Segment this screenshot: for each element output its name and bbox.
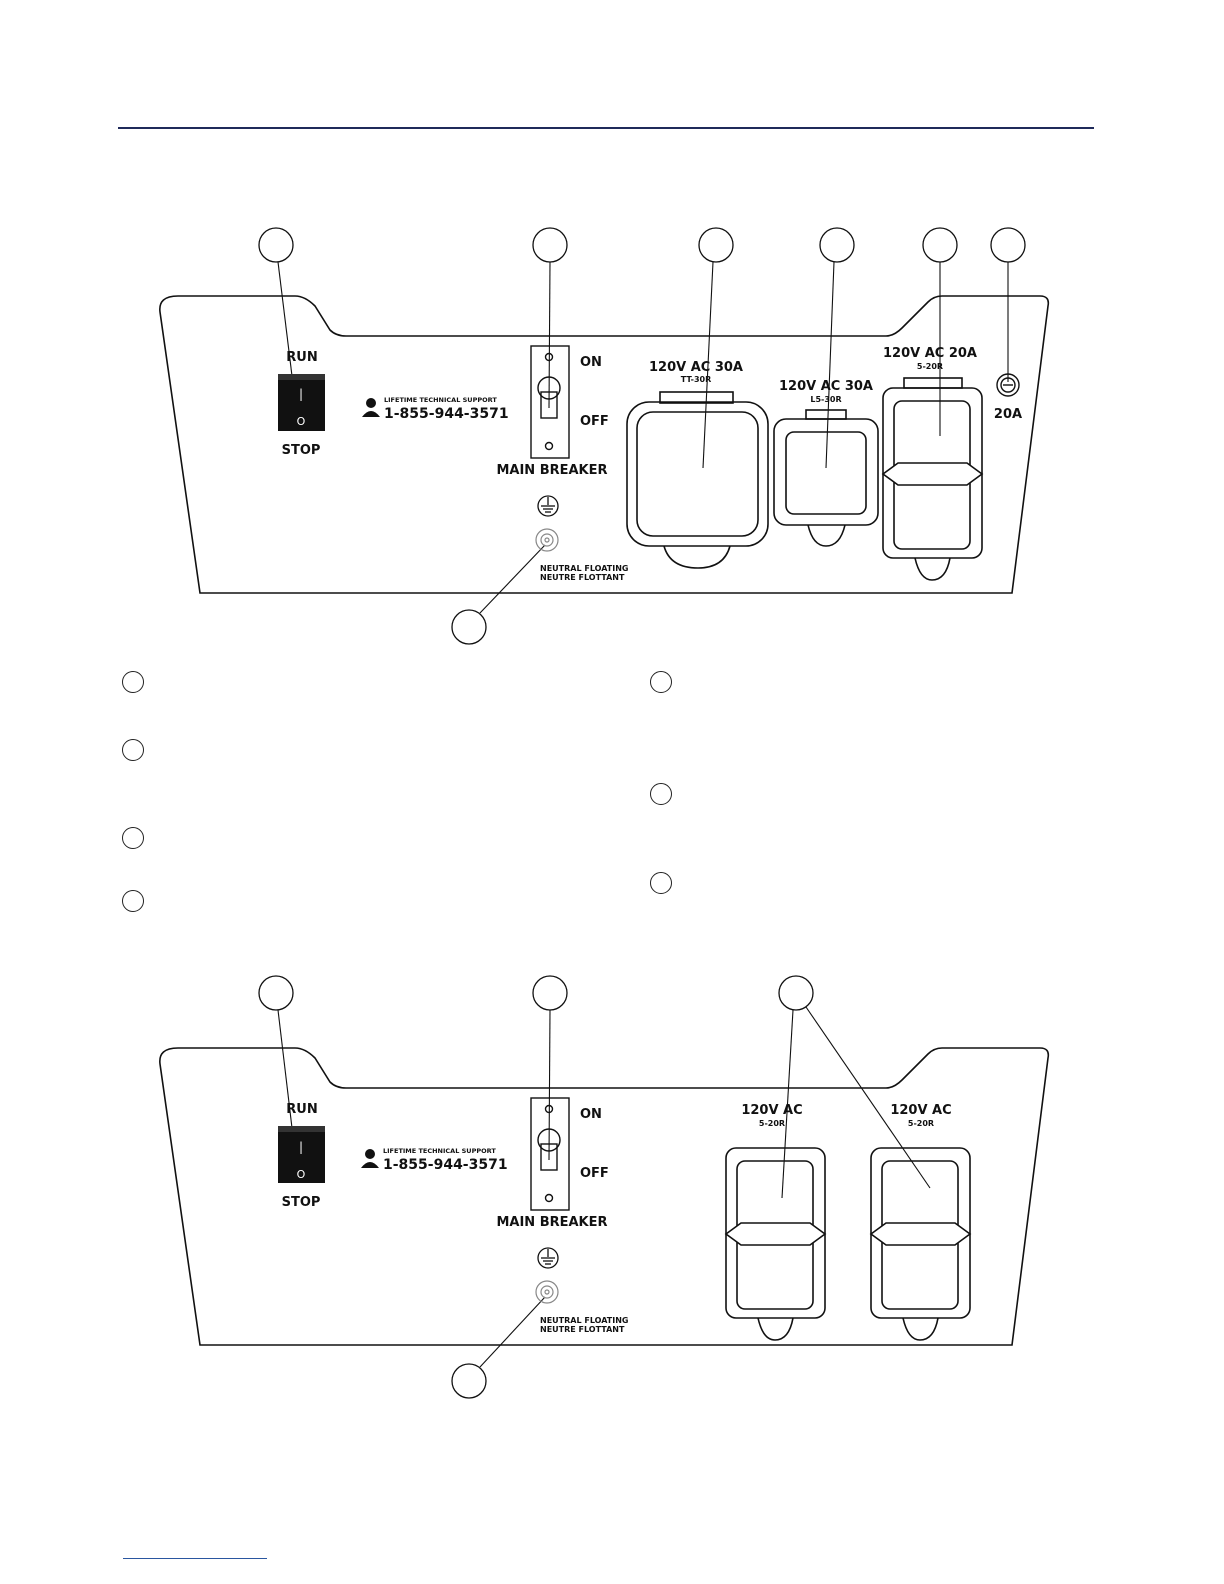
run-label: RUN bbox=[286, 350, 317, 365]
control-panel-diagram-bottom: RUN | O STOP LIFETIME TECHNICAL SUPPORT … bbox=[159, 975, 1050, 1399]
outlet-l530-label: 120V AC 30A bbox=[779, 379, 873, 394]
switch-off-mark: O bbox=[297, 415, 306, 428]
outlet-tt30-label: 120V AC 30A bbox=[649, 360, 743, 375]
stop-label: STOP bbox=[282, 443, 321, 458]
ground-terminal-icon bbox=[535, 528, 559, 552]
support-phone: 1-855-944-3571 bbox=[384, 406, 509, 422]
callout-circle bbox=[922, 227, 958, 263]
leader-line bbox=[825, 261, 835, 469]
breaker-on-label: ON bbox=[580, 355, 602, 370]
callout-circle bbox=[451, 609, 487, 645]
footer-rule bbox=[123, 1558, 267, 1559]
leader-line bbox=[548, 261, 551, 409]
outlet-b-label: 120V AC bbox=[890, 1103, 951, 1118]
callout-circle bbox=[258, 975, 294, 1011]
ground-symbol-icon bbox=[537, 495, 559, 517]
breaker-on-label: ON bbox=[580, 1107, 602, 1122]
main-breaker-plate bbox=[530, 345, 570, 459]
leader-line bbox=[479, 544, 546, 614]
control-panel-diagram-top: RUN | O STOP LIFETIME TECHNICAL SUPPORT … bbox=[159, 227, 1050, 645]
support-person-icon bbox=[362, 398, 380, 417]
neutral-floating-label: NEUTRAL FLOATING bbox=[540, 564, 628, 573]
main-breaker-plate bbox=[530, 1097, 570, 1211]
key-circle bbox=[650, 783, 672, 805]
callout-circle bbox=[698, 227, 734, 263]
run-stop-switch bbox=[278, 374, 325, 431]
ground-symbol-icon bbox=[537, 1247, 559, 1269]
support-title: LIFETIME TECHNICAL SUPPORT bbox=[384, 396, 497, 404]
callout-circle bbox=[451, 1363, 487, 1399]
header-rule bbox=[118, 127, 1094, 129]
ground-terminal-icon bbox=[535, 1280, 559, 1304]
key-circle bbox=[122, 890, 144, 912]
neutre-flottant-label: NEUTRE FLOTTANT bbox=[540, 1325, 625, 1334]
outlet-5-20r-b bbox=[869, 1147, 972, 1341]
outlet-a-label: 120V AC bbox=[741, 1103, 802, 1118]
support-phone: 1-855-944-3571 bbox=[383, 1157, 508, 1173]
outlet-5-20r bbox=[881, 377, 984, 581]
breaker-off-label: OFF bbox=[580, 1166, 609, 1181]
outlet-520-label: 120V AC 20A bbox=[883, 346, 977, 361]
outlet-a-sub: 5-20R bbox=[759, 1119, 785, 1128]
outlet-l5-30r bbox=[773, 409, 879, 547]
switch-off-mark: O bbox=[297, 1168, 306, 1181]
key-circle bbox=[650, 872, 672, 894]
switch-on-mark: | bbox=[299, 387, 303, 401]
switch-on-mark: | bbox=[299, 1140, 303, 1154]
key-circle bbox=[122, 671, 144, 693]
key-circle bbox=[122, 827, 144, 849]
breaker-20a-label: 20A bbox=[994, 407, 1022, 422]
leader-line bbox=[805, 1006, 931, 1189]
neutre-flottant-label: NEUTRE FLOTTANT bbox=[540, 573, 625, 582]
outlet-5-20r-a bbox=[724, 1147, 827, 1341]
key-circle bbox=[122, 739, 144, 761]
neutral-floating-label: NEUTRAL FLOATING bbox=[540, 1316, 628, 1325]
support-person-icon bbox=[361, 1149, 379, 1168]
leader-line bbox=[479, 1296, 546, 1368]
main-breaker-label: MAIN BREAKER bbox=[496, 1215, 607, 1230]
outlet-l530-sub: L5-30R bbox=[810, 395, 841, 404]
callout-circle bbox=[532, 975, 568, 1011]
callout-circle bbox=[990, 227, 1026, 263]
outlet-520-sub: 5-20R bbox=[917, 362, 943, 371]
panel-outline bbox=[159, 295, 1050, 594]
run-label: RUN bbox=[286, 1102, 317, 1117]
main-breaker-label: MAIN BREAKER bbox=[496, 463, 607, 478]
callout-circle bbox=[778, 975, 814, 1011]
leader-line bbox=[702, 261, 714, 469]
leader-line bbox=[277, 261, 293, 377]
breaker-off-label: OFF bbox=[580, 414, 609, 429]
run-stop-switch bbox=[278, 1126, 325, 1183]
outlet-b-sub: 5-20R bbox=[908, 1119, 934, 1128]
outlet-tt30r bbox=[626, 391, 769, 569]
callout-circle bbox=[819, 227, 855, 263]
panel-outline bbox=[159, 1047, 1050, 1346]
support-title: LIFETIME TECHNICAL SUPPORT bbox=[383, 1147, 496, 1155]
leader-line bbox=[548, 1009, 551, 1161]
callout-circle bbox=[258, 227, 294, 263]
breaker-20a-button bbox=[996, 373, 1020, 397]
callout-circle bbox=[532, 227, 568, 263]
leader-line bbox=[781, 1009, 794, 1199]
leader-line bbox=[277, 1009, 293, 1129]
outlet-tt30-sub: TT-30R bbox=[681, 375, 712, 384]
key-circle bbox=[650, 671, 672, 693]
stop-label: STOP bbox=[282, 1195, 321, 1210]
